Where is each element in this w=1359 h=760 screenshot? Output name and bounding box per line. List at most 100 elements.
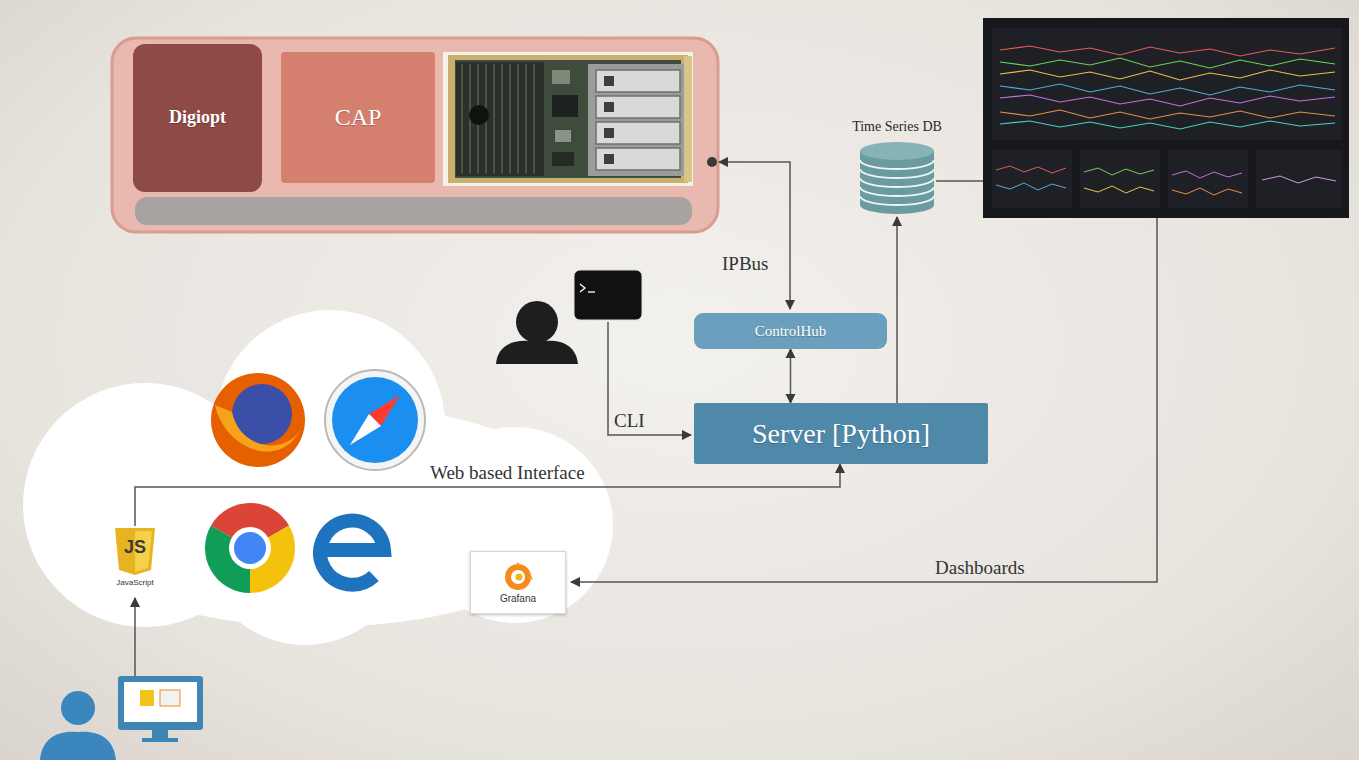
hardware-crate <box>112 38 718 232</box>
port-dot <box>707 157 717 167</box>
firefox-logo <box>211 373 305 467</box>
board-photo <box>596 96 680 118</box>
safari-logo <box>350 414 381 445</box>
dashboard-screenshot <box>1256 150 1342 208</box>
cylinder-shape <box>860 169 934 178</box>
board-photo <box>604 102 614 112</box>
board-photo <box>443 52 693 186</box>
ipbus-wire <box>719 162 790 309</box>
cylinder-shape <box>860 160 934 205</box>
javascript-icon: JS JavaScript <box>100 526 170 588</box>
safari-logo <box>332 377 418 463</box>
grafana-swirl <box>516 573 523 580</box>
grafana-icon: Grafana <box>470 551 566 614</box>
board-photo <box>604 76 614 86</box>
board-photo <box>555 130 571 142</box>
monitor-icon <box>118 676 203 742</box>
box-label: Digiopt <box>169 107 226 129</box>
board-photo <box>517 64 519 174</box>
cylinder-shape <box>860 142 934 160</box>
board-photo <box>462 64 534 174</box>
cli-label: CLI <box>614 410 645 432</box>
grafana-swirl <box>511 570 525 584</box>
chrome-logo <box>234 532 266 564</box>
terminal-icon <box>580 284 585 292</box>
dashboards-wire <box>571 218 1157 582</box>
board-photo <box>501 64 503 174</box>
board-photo <box>596 70 680 92</box>
dashboard-screenshot <box>1084 168 1154 175</box>
controlhub-box: ControlHub <box>694 313 887 349</box>
board-photo <box>552 95 578 117</box>
web-cloud <box>23 310 613 645</box>
box-label: Server [Python] <box>752 417 930 451</box>
dashboards-label: Dashboards <box>935 557 1025 579</box>
db-wire <box>936 180 983 182</box>
database-cylinder: Time Series DB <box>832 118 962 217</box>
cylinder-shape <box>858 141 936 217</box>
terminal-icon <box>574 270 642 320</box>
dashboard-screenshot <box>1000 46 1335 56</box>
js-caption: JavaScript <box>116 578 153 588</box>
board-photo <box>525 64 527 174</box>
cli-wire <box>608 322 691 435</box>
board-photo <box>596 70 680 170</box>
box-label: ControlHub <box>755 322 827 340</box>
grafana-swirl <box>502 561 534 593</box>
js-shield: JS <box>113 526 157 576</box>
board-photo <box>604 154 614 164</box>
monitor-icon <box>124 682 197 722</box>
grafana-caption: Grafana <box>500 593 536 605</box>
board-photo <box>552 70 570 84</box>
cylinder-shape <box>860 160 934 169</box>
edge-logo <box>320 521 384 585</box>
user-icon <box>61 691 95 725</box>
board-photo <box>448 55 688 183</box>
dashboard-screenshot <box>992 28 1342 140</box>
operator-icon <box>496 341 578 364</box>
board-photo <box>533 64 535 174</box>
dashboard-screenshot <box>996 166 1336 195</box>
dashboard-screenshot <box>983 18 1349 218</box>
dashboard-screenshot <box>1000 46 1335 129</box>
cylinder-shape <box>860 151 934 214</box>
user-icon <box>40 732 116 760</box>
database-heading: Time Series DB <box>852 118 942 135</box>
board-photo <box>469 105 489 125</box>
monitor-icon <box>140 690 154 706</box>
chrome-logo <box>229 527 271 569</box>
board-photo <box>596 122 680 144</box>
board-photo <box>604 128 614 138</box>
board-photo <box>552 152 574 166</box>
js-mark: JS <box>113 536 157 558</box>
terminal-icon <box>574 270 642 320</box>
dashboard-screenshot <box>983 18 1349 218</box>
board-photo <box>461 64 463 174</box>
monitor-icon <box>152 730 168 738</box>
terminal-icon <box>588 291 595 292</box>
grafana-logo <box>502 561 534 593</box>
dashboard-screenshot <box>1000 84 1335 95</box>
dashboard-screenshot <box>1172 171 1242 178</box>
dashboard-screenshot <box>992 150 1072 208</box>
connector-arrow <box>896 217 898 403</box>
cylinder-shape <box>860 178 934 187</box>
dashboard-screenshot <box>996 183 1066 190</box>
operator-icon <box>496 301 578 364</box>
server-box: Server [Python] <box>694 403 988 464</box>
dashboard-screenshot <box>1000 95 1335 106</box>
dashboard-screenshot <box>1000 70 1335 80</box>
box-label: CAP <box>335 103 382 132</box>
dashboard-screenshot <box>992 150 1342 208</box>
dashboard-screenshot <box>1262 176 1336 183</box>
cylinder-shape <box>860 187 934 196</box>
grafana-swirl <box>515 562 533 580</box>
dashboard-screenshot <box>1000 110 1335 119</box>
monitor-wire <box>134 598 136 676</box>
hardware-crate <box>112 38 718 232</box>
board-photo <box>604 76 614 164</box>
edge-logo <box>320 521 384 585</box>
board-photo <box>684 56 692 182</box>
user-icon <box>40 691 116 760</box>
